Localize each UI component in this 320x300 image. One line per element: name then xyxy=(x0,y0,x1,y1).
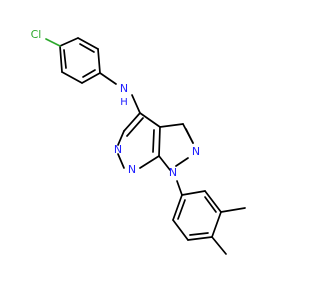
bond xyxy=(139,112,161,128)
molecule-structure: Cl N H N N N N xyxy=(31,28,246,255)
atom-labels: Cl N H N N N N xyxy=(31,28,200,179)
dimethylphenyl-ring xyxy=(172,190,222,241)
bond xyxy=(131,94,141,114)
bond xyxy=(176,180,183,196)
chlorine-label: Cl xyxy=(31,28,42,41)
bond xyxy=(220,207,246,213)
bond xyxy=(152,129,155,153)
molecule-canvas: Cl N H N N N N xyxy=(30,28,246,255)
bond xyxy=(187,236,213,241)
bond xyxy=(175,157,189,167)
bond xyxy=(117,130,125,146)
bond xyxy=(181,190,206,196)
pyrazole-ring xyxy=(158,123,194,171)
bond xyxy=(158,126,161,157)
bond xyxy=(177,199,186,220)
bond xyxy=(189,232,209,236)
pyrimidine-ring xyxy=(117,112,161,169)
bond xyxy=(99,72,117,85)
bond xyxy=(158,155,171,171)
bond xyxy=(117,153,125,169)
pyrazole-n-upper-label: N xyxy=(192,145,200,158)
chlorophenyl-ring xyxy=(59,37,101,84)
bond xyxy=(126,117,144,137)
bond xyxy=(204,190,222,213)
pyrimidine-n-bottom-label: N xyxy=(128,163,136,176)
bond xyxy=(211,236,227,255)
bond xyxy=(159,123,184,128)
bond xyxy=(79,43,95,53)
bond xyxy=(139,155,160,169)
bond xyxy=(63,49,67,69)
bond xyxy=(123,112,141,132)
bond xyxy=(204,196,217,213)
amine-n-label: N xyxy=(120,82,128,95)
bond xyxy=(77,37,99,50)
bond xyxy=(172,219,189,241)
bond xyxy=(82,69,96,78)
bond xyxy=(97,48,101,74)
bond xyxy=(211,211,222,238)
bond xyxy=(45,38,61,47)
pyrazole-n-lower-label: N xyxy=(169,166,177,179)
bond xyxy=(59,45,63,73)
bond xyxy=(172,194,183,221)
amine-h-label: H xyxy=(120,97,128,108)
bond xyxy=(59,37,79,47)
pyrimidine-n-top-label: N xyxy=(114,143,122,156)
bond xyxy=(81,72,101,84)
bond xyxy=(61,71,83,84)
bond xyxy=(185,128,194,144)
